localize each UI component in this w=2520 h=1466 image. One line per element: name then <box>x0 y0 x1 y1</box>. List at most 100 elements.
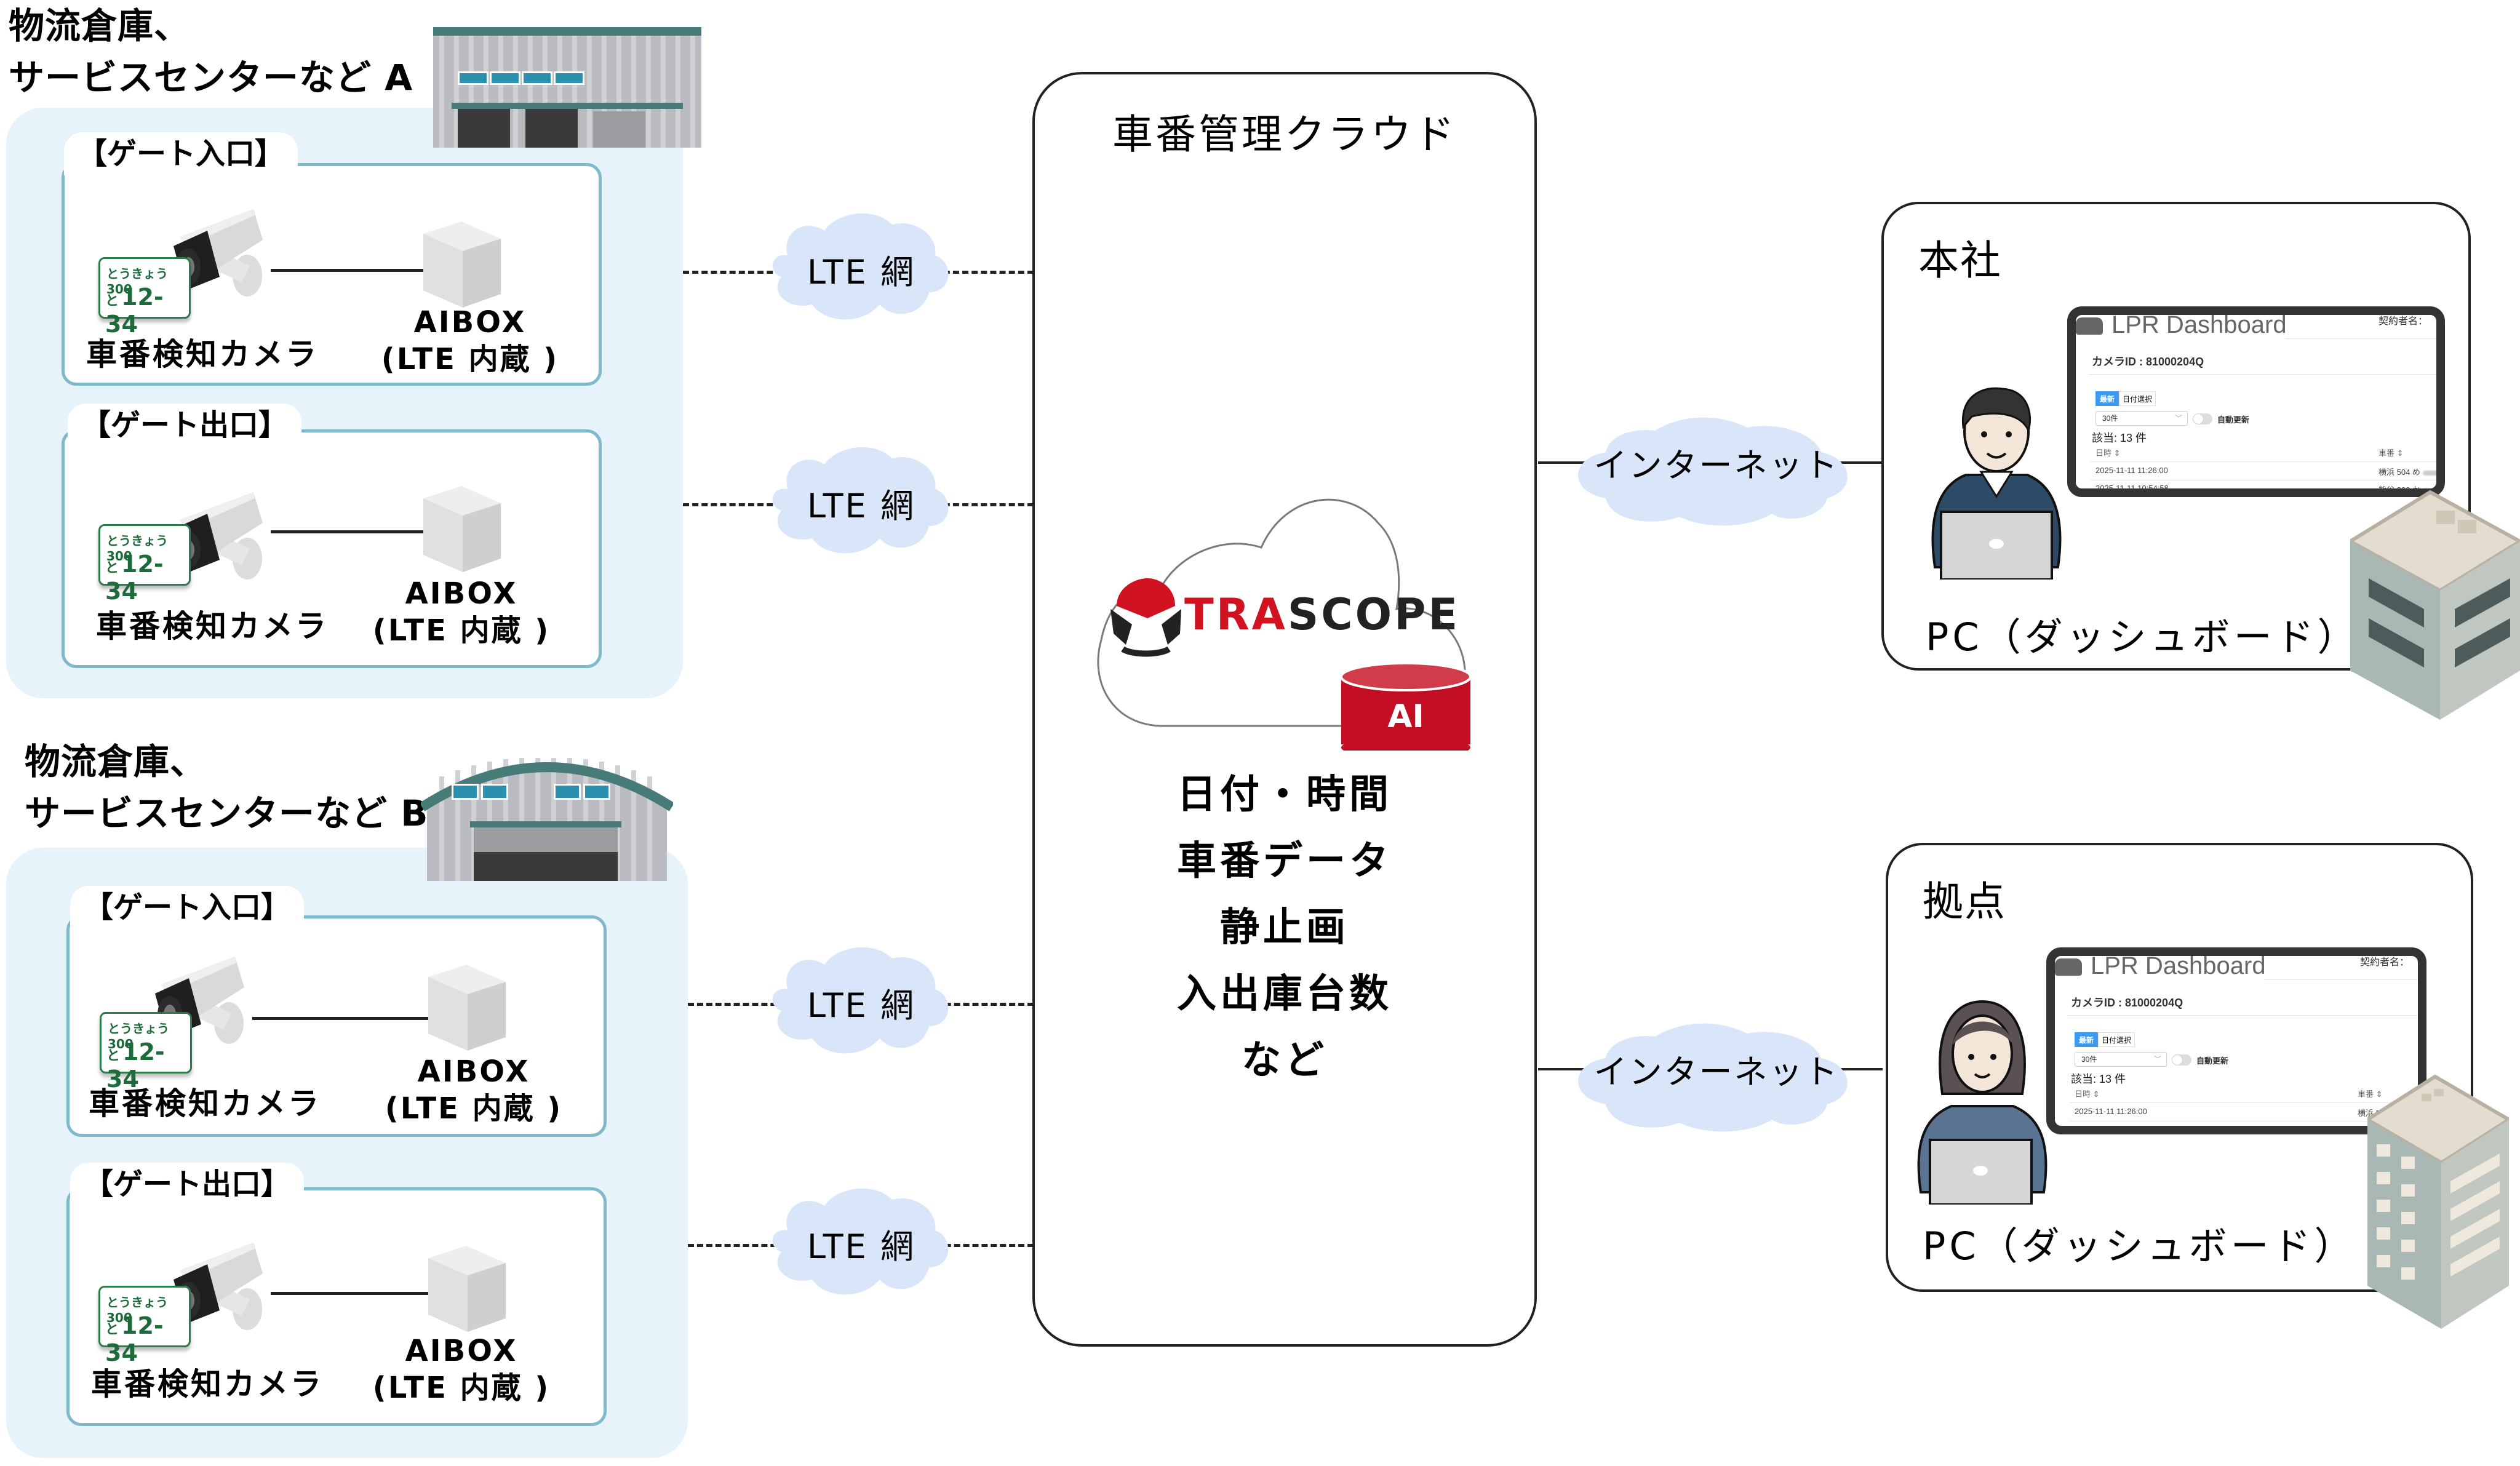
chevron-down-icon: ﹀ <box>2174 414 2182 423</box>
plate-region: とうきょう 300 <box>106 1295 168 1325</box>
ai-database-label: AI <box>1387 698 1424 735</box>
aibox-label: AIBOX (LTE 内蔵 ) <box>369 575 554 649</box>
logo-black-part: SCOPE <box>1287 589 1461 640</box>
column-header-datetime[interactable]: 日時 ⇕ <box>2075 1090 2100 1099</box>
camera-label: 車番検知カメラ <box>89 1086 321 1121</box>
camera-id: カメラID : 81000204Q <box>2071 997 2183 1009</box>
divider <box>2067 1015 2418 1016</box>
camera-aibox-cable <box>271 1292 431 1295</box>
count-select[interactable]: 30件﹀ <box>2095 411 2188 426</box>
lte-network-label: LTE 網 <box>807 487 915 525</box>
chevron-down-icon: ﹀ <box>2153 1055 2161 1064</box>
trascope-logo-mark <box>1110 578 1181 657</box>
gate-entry-label: 【ゲート入口】 <box>70 886 305 929</box>
cloud-data-list: 日付・時間 車番データ 静止画 入出庫台数 など <box>1032 762 1537 1094</box>
office-worker-woman-icon <box>1917 1000 2048 1205</box>
dashboard-screenshot: LPR Dashboard 契約者名： カメラID : 81000204Q 最新… <box>2067 306 2445 497</box>
tab-latest[interactable]: 最新 <box>2095 391 2119 406</box>
count-select[interactable]: 30件﹀ <box>2075 1052 2167 1067</box>
site-title-line2: サービスセンターなど B <box>25 792 429 834</box>
plate-region: とうきょう 300 <box>106 266 168 297</box>
internet-network-label: インターネット <box>1593 446 1840 485</box>
column-header-plate[interactable]: 車番 ⇕ <box>2358 1090 2383 1099</box>
aibox-spec: (LTE 内蔵 ) <box>372 1371 551 1405</box>
dashboard-title: LPR Dashboard <box>2091 952 2266 979</box>
tab-latest[interactable]: 最新 <box>2075 1032 2098 1047</box>
car-icon <box>2055 958 2082 976</box>
trascope-logo-text: TRASCOPE <box>1184 589 1460 640</box>
data-item: など <box>1242 1038 1328 1083</box>
pc-dashboard-label: PC（ダッシュボード） <box>1923 1224 2356 1269</box>
divider <box>2285 338 2436 339</box>
data-item: 静止画 <box>1220 905 1349 950</box>
lte-cloud-icon <box>772 1188 949 1295</box>
aibox-name: AIBOX <box>413 305 527 340</box>
site-title-line1: 物流倉庫、 <box>25 741 207 783</box>
data-item: 日付・時間 <box>1177 772 1392 818</box>
camera-aibox-cable <box>271 530 425 533</box>
aibox-icon <box>428 1246 506 1332</box>
aibox-name: AIBOX <box>417 1054 530 1089</box>
dashboard-title: LPR Dashboard <box>2111 311 2287 338</box>
data-item: 入出庫台数 <box>1177 971 1392 1017</box>
office-tower-icon <box>2367 1074 2509 1329</box>
column-header-datetime[interactable]: 日時 ⇕ <box>2095 448 2121 458</box>
camera-id: カメラID : 81000204Q <box>2092 356 2204 368</box>
auto-refresh-label: 自動更新 <box>2217 415 2250 424</box>
lte-network-label: LTE 網 <box>807 986 915 1025</box>
camera-label: 車番検知カメラ <box>86 337 319 372</box>
row-datetime: 2025-11-11 10:54:58 <box>2075 1125 2148 1134</box>
gate-exit-label: 【ゲート出口】 <box>70 1163 305 1206</box>
lte-network-label: LTE 網 <box>807 1227 915 1266</box>
camera-label: 車番検知カメラ <box>91 1366 324 1402</box>
row-datetime: 2025-11-11 11:26:00 <box>2075 1107 2147 1116</box>
warehouse-icon <box>421 758 673 881</box>
lte-network-label: LTE 網 <box>807 253 915 292</box>
plate-region: とうきょう 300 <box>106 533 168 564</box>
camera-aibox-cable <box>271 269 425 272</box>
aibox-name: AIBOX <box>405 1334 518 1368</box>
cloud-panel-title: 車番管理クラウド <box>1112 111 1457 158</box>
logo-red-part: TRA <box>1184 589 1288 640</box>
internet-network-label: インターネット <box>1593 1053 1840 1091</box>
aibox-icon <box>423 486 501 572</box>
dashboard-owner: 契約者名： <box>2359 957 2409 968</box>
auto-refresh-label: 自動更新 <box>2196 1056 2229 1066</box>
dashboard-screenshot: LPR Dashboard 契約者名： カメラID : 81000204Q 最新… <box>2046 947 2426 1134</box>
result-count: 該当: 13 件 <box>2092 432 2147 444</box>
divider <box>2264 979 2418 980</box>
office-worker-man-icon <box>1931 387 2062 580</box>
auto-refresh-toggle[interactable] <box>2193 413 2212 424</box>
aibox-label: AIBOX (LTE 内蔵 ) <box>369 1333 554 1406</box>
internet-cloud-icon <box>1578 417 1848 526</box>
dashboard-owner: 契約者名： <box>2378 316 2428 327</box>
aibox-name: AIBOX <box>405 576 518 611</box>
site-title-line1: 物流倉庫、 <box>9 5 191 47</box>
auto-refresh-toggle[interactable] <box>2172 1054 2191 1066</box>
row-plate: 横浜 504 め <box>2378 466 2436 477</box>
lte-cloud-icon <box>772 447 949 554</box>
pc-dashboard-label: PC（ダッシュボード） <box>1926 615 2359 659</box>
gate-exit-label: 【ゲート出口】 <box>68 404 302 447</box>
aibox-icon <box>423 221 501 308</box>
data-item: 車番データ <box>1177 839 1392 884</box>
tab-date-select[interactable]: 日付選択 <box>2098 1032 2135 1047</box>
aibox-spec: (LTE 内蔵 ) <box>381 342 559 376</box>
gate-entry-label: 【ゲート入口】 <box>64 132 298 175</box>
divider <box>2088 374 2436 375</box>
aibox-label: AIBOX (LTE 内蔵 ) <box>378 304 562 378</box>
aibox-spec: (LTE 内蔵 ) <box>372 613 551 648</box>
tab-date-select[interactable]: 日付選択 <box>2119 391 2156 406</box>
branch-title: 拠点 <box>1923 878 2006 925</box>
lte-cloud-icon <box>772 213 949 320</box>
plate-region: とうきょう 300 <box>108 1021 169 1051</box>
column-header-plate[interactable]: 車番 ⇕ <box>2378 448 2404 458</box>
camera-label: 車番検知カメラ <box>96 608 329 644</box>
